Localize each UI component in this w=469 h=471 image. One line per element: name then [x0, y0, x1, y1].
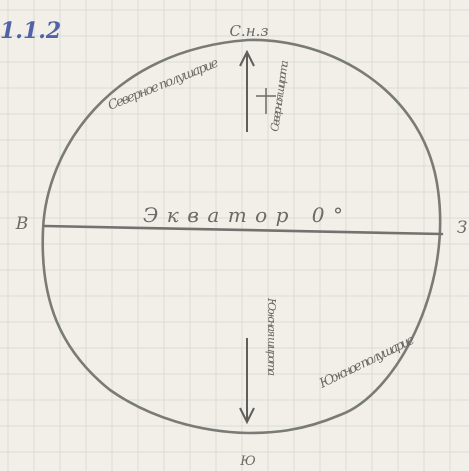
west-point-label: В	[15, 214, 29, 234]
southern-latitude-label: Южная широта	[265, 297, 278, 376]
exercise-number: 1.1.2	[0, 18, 61, 44]
southern-hemisphere-label: Южное полушарие	[316, 332, 417, 392]
north-latitude-tick	[256, 88, 276, 114]
north-pole-label: С.н.з	[229, 22, 268, 40]
south-pole-label: Ю	[239, 454, 256, 469]
north-arrowhead	[239, 49, 255, 67]
east-point-label: З	[457, 218, 468, 238]
south-arrowhead	[239, 407, 255, 425]
equator-label: Экватор 0°	[143, 203, 343, 227]
equator-line	[43, 224, 444, 236]
globe-outline	[41, 38, 442, 435]
